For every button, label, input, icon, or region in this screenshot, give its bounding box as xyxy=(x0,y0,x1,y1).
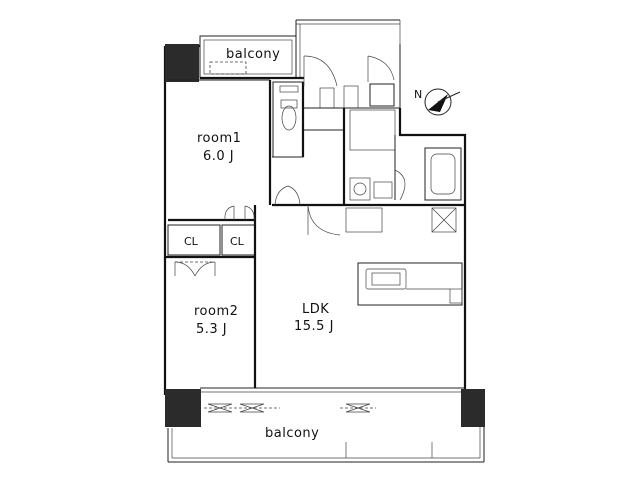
column-top-left xyxy=(165,44,199,82)
ldk: LDK 15.5 J xyxy=(294,302,334,334)
room2: room2 5.3 J xyxy=(174,225,257,388)
wc xyxy=(272,81,305,158)
room2-size: 5.3 J xyxy=(196,322,227,337)
ldk-size: 15.5 J xyxy=(294,319,334,334)
washroom xyxy=(349,109,406,201)
north-mark: N xyxy=(414,88,422,101)
closet-right: CL xyxy=(221,224,256,256)
room2-name: room2 xyxy=(194,304,238,319)
column-bottom-left xyxy=(165,389,201,427)
kitchen-counter xyxy=(357,262,463,306)
bathtub xyxy=(424,147,462,201)
balcony-bottom: balcony xyxy=(167,403,485,463)
corridor-doors xyxy=(303,55,400,205)
column-bottom-right xyxy=(461,389,485,427)
room1-closet-door xyxy=(224,205,255,221)
balcony-top: balcony xyxy=(199,35,297,79)
north-arrow-icon: N xyxy=(414,88,461,116)
entrance-outline xyxy=(295,19,401,108)
room1-size: 6.0 J xyxy=(203,149,234,164)
room1-name: room1 xyxy=(197,131,241,146)
closet-right-label: CL xyxy=(230,235,245,248)
hallway xyxy=(272,156,465,236)
balcony-top-label: balcony xyxy=(226,47,280,62)
closet-left-label: CL xyxy=(184,235,199,248)
balcony-bottom-label: balcony xyxy=(265,426,319,441)
ldk-name: LDK xyxy=(302,302,329,317)
closet-left: CL xyxy=(167,224,221,256)
room1: room1 6.0 J xyxy=(168,79,272,225)
